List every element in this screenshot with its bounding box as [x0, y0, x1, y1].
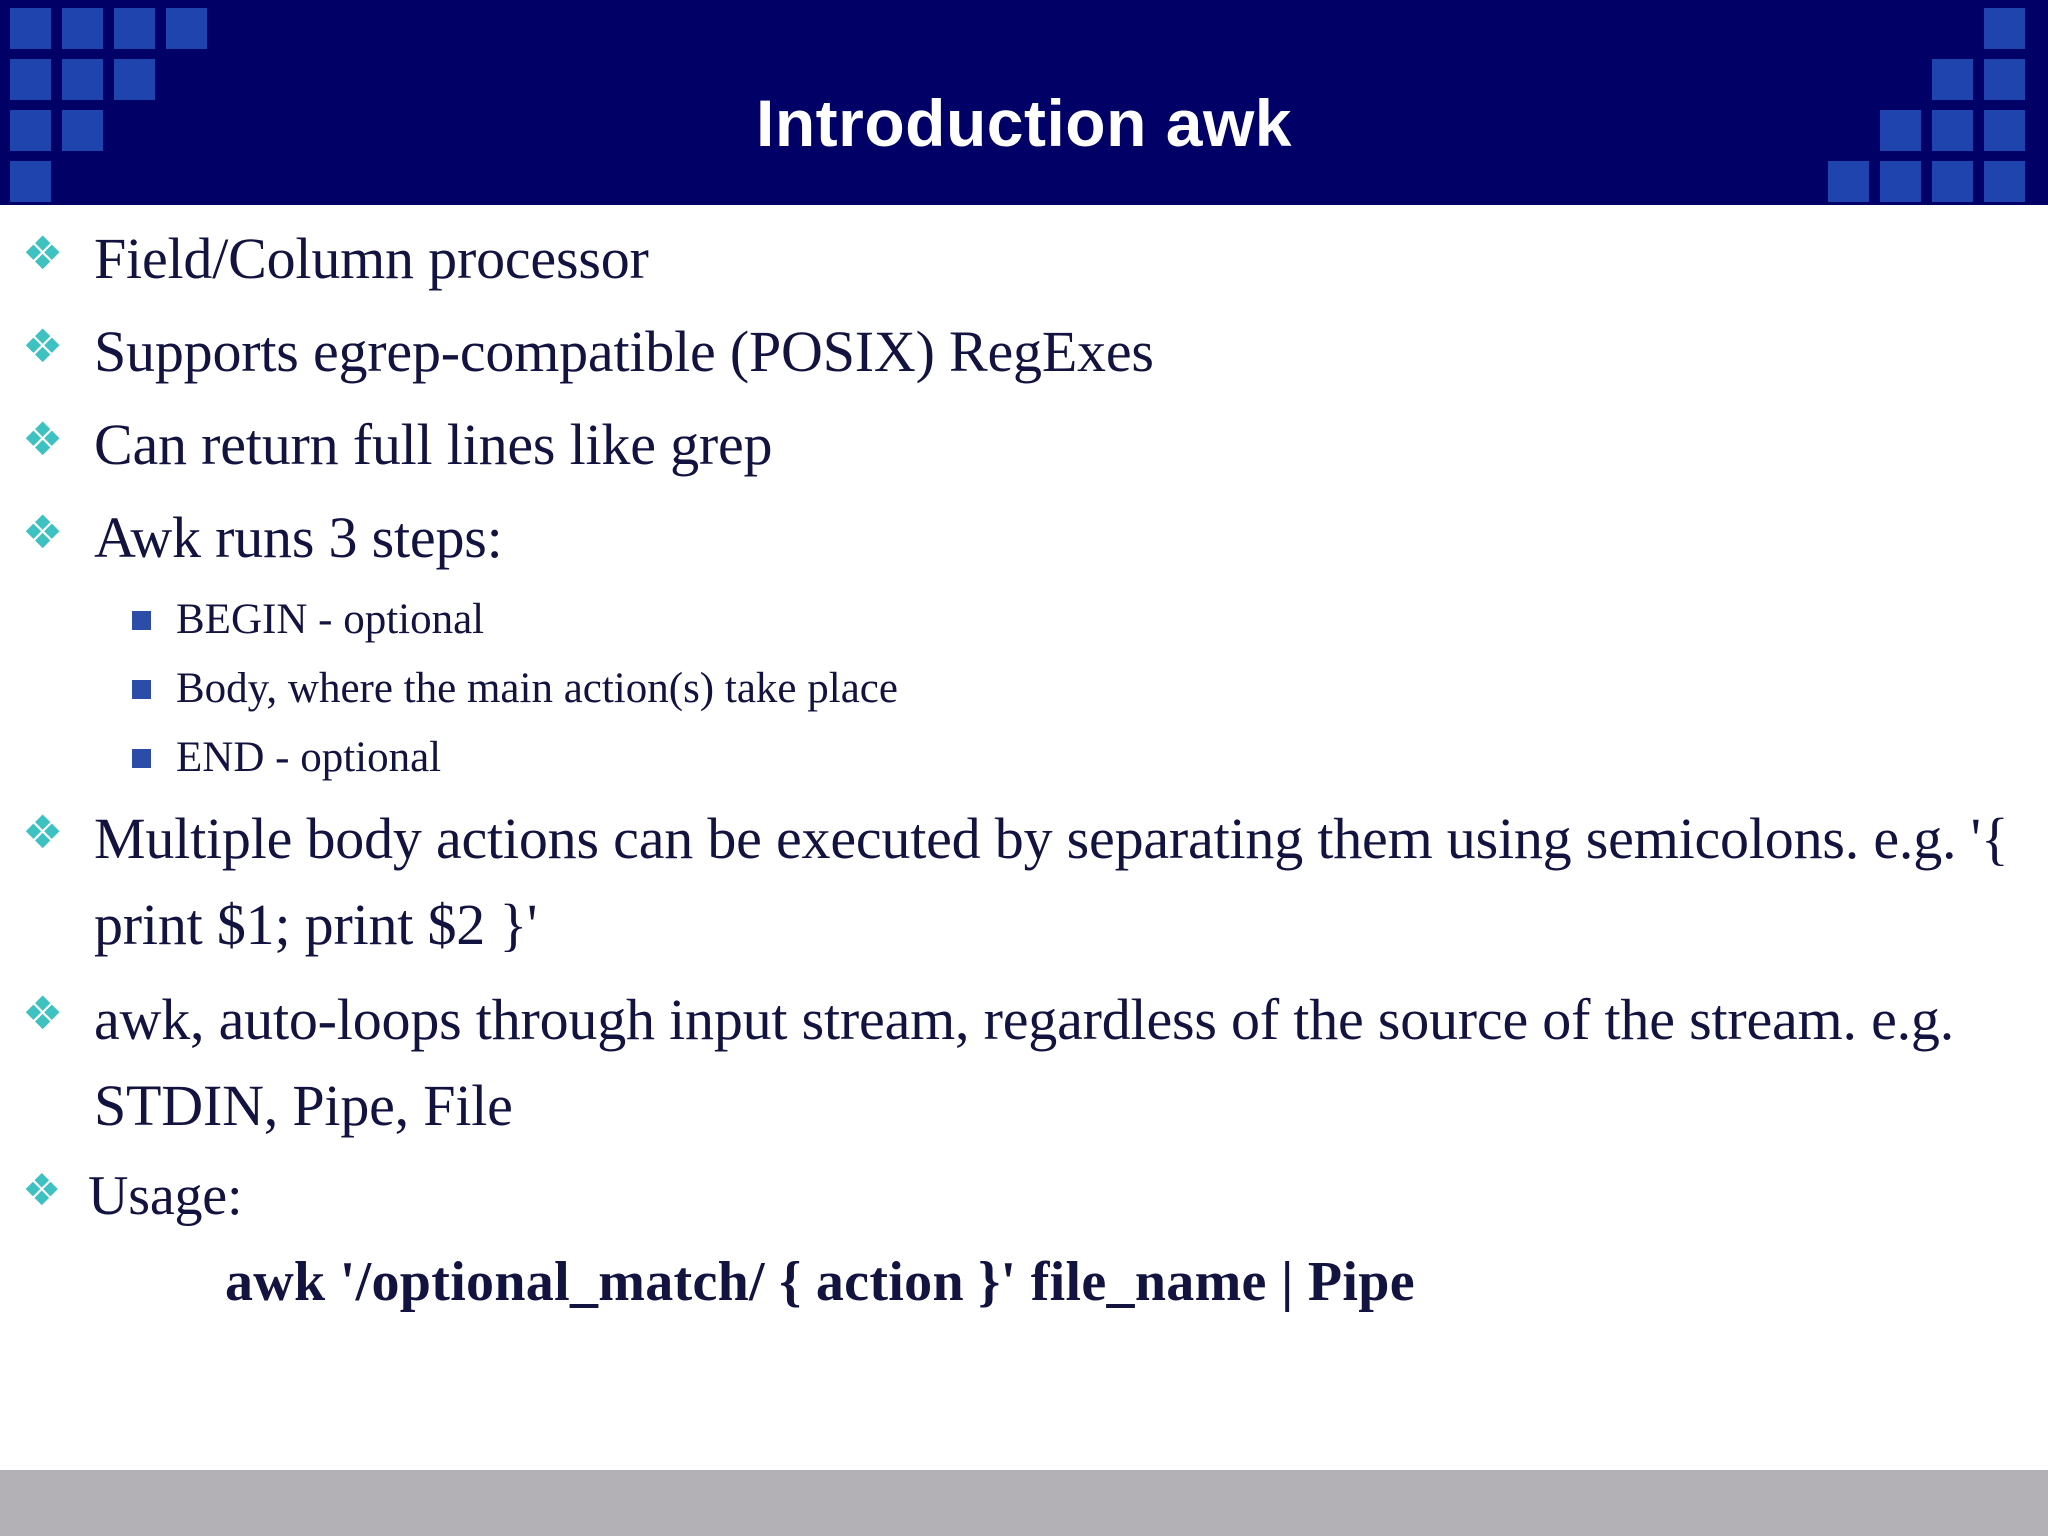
list-item: ❖ Supports egrep-compatible (POSIX) RegE… [0, 310, 2048, 394]
decoration-squares-right [1818, 0, 2048, 205]
list-item-label: Usage: [88, 1165, 243, 1227]
diamond-bullet-icon: ❖ [22, 319, 64, 373]
list-item-label: BEGIN - optional [176, 596, 485, 643]
list-item: ❖ Awk runs 3 steps: [0, 496, 2048, 580]
deco-square [1984, 110, 2025, 151]
deco-square [1932, 161, 1973, 202]
slide-footer-bar [0, 1470, 2048, 1536]
usage-command-text: awk '/optional_match/ { action }' file_n… [225, 1251, 1415, 1313]
deco-square [1984, 161, 2025, 202]
deco-square [166, 8, 207, 49]
list-item-label: Field/Column processor [94, 226, 649, 291]
list-item: BEGIN - optional [0, 589, 2048, 651]
list-item-label: Awk runs 3 steps: [94, 505, 503, 570]
diamond-bullet-icon: ❖ [22, 505, 64, 559]
deco-square [10, 110, 51, 151]
bullet-list: ❖ Field/Column processor ❖ Supports egre… [0, 217, 2048, 1320]
list-item-label: awk, auto-loops through input stream, re… [94, 987, 1955, 1138]
deco-square [1828, 161, 1869, 202]
page-title: Introduction awk [756, 86, 1292, 161]
diamond-bullet-icon: ❖ [22, 226, 64, 280]
deco-square [1932, 110, 1973, 151]
list-item-label: Supports egrep-compatible (POSIX) RegExe… [94, 319, 1154, 384]
deco-square [1932, 59, 1973, 100]
list-item: Body, where the main action(s) take plac… [0, 658, 2048, 720]
list-item-label: Multiple body actions can be executed by… [94, 806, 2009, 957]
diamond-bullet-icon: ❖ [22, 805, 64, 859]
deco-square [114, 8, 155, 49]
slide-header: Introduction awk [0, 0, 2048, 205]
list-item-label: END - optional [176, 734, 442, 781]
deco-square [10, 161, 51, 202]
list-item: ❖ Usage: [0, 1158, 2048, 1234]
deco-square [62, 8, 103, 49]
list-item-label: Body, where the main action(s) take plac… [176, 665, 898, 712]
diamond-bullet-icon: ❖ [22, 412, 64, 466]
deco-square [1880, 110, 1921, 151]
deco-square [1880, 161, 1921, 202]
diamond-bullet-icon: ❖ [22, 986, 64, 1040]
square-bullet-icon [132, 658, 176, 720]
square-bullet-icon [132, 727, 176, 789]
slide-body: ❖ Field/Column processor ❖ Supports egre… [0, 205, 2048, 1470]
deco-square [1984, 8, 2025, 49]
deco-square [1984, 59, 2025, 100]
square-bullet-icon [132, 589, 176, 651]
deco-square [62, 59, 103, 100]
deco-square [10, 59, 51, 100]
deco-square [10, 8, 51, 49]
deco-square [114, 59, 155, 100]
decoration-squares-left [0, 0, 230, 205]
list-item: ❖ awk, auto-loops through input stream, … [0, 977, 2048, 1149]
list-item: ❖ Field/Column processor [0, 217, 2048, 301]
list-item-label: Can return full lines like grep [94, 412, 773, 477]
list-item: ❖ Multiple body actions can be executed … [0, 796, 2048, 968]
list-item: END - optional [0, 727, 2048, 789]
diamond-bullet-icon: ❖ [22, 1165, 62, 1216]
deco-square [62, 110, 103, 151]
list-item: ❖ Can return full lines like grep [0, 403, 2048, 487]
